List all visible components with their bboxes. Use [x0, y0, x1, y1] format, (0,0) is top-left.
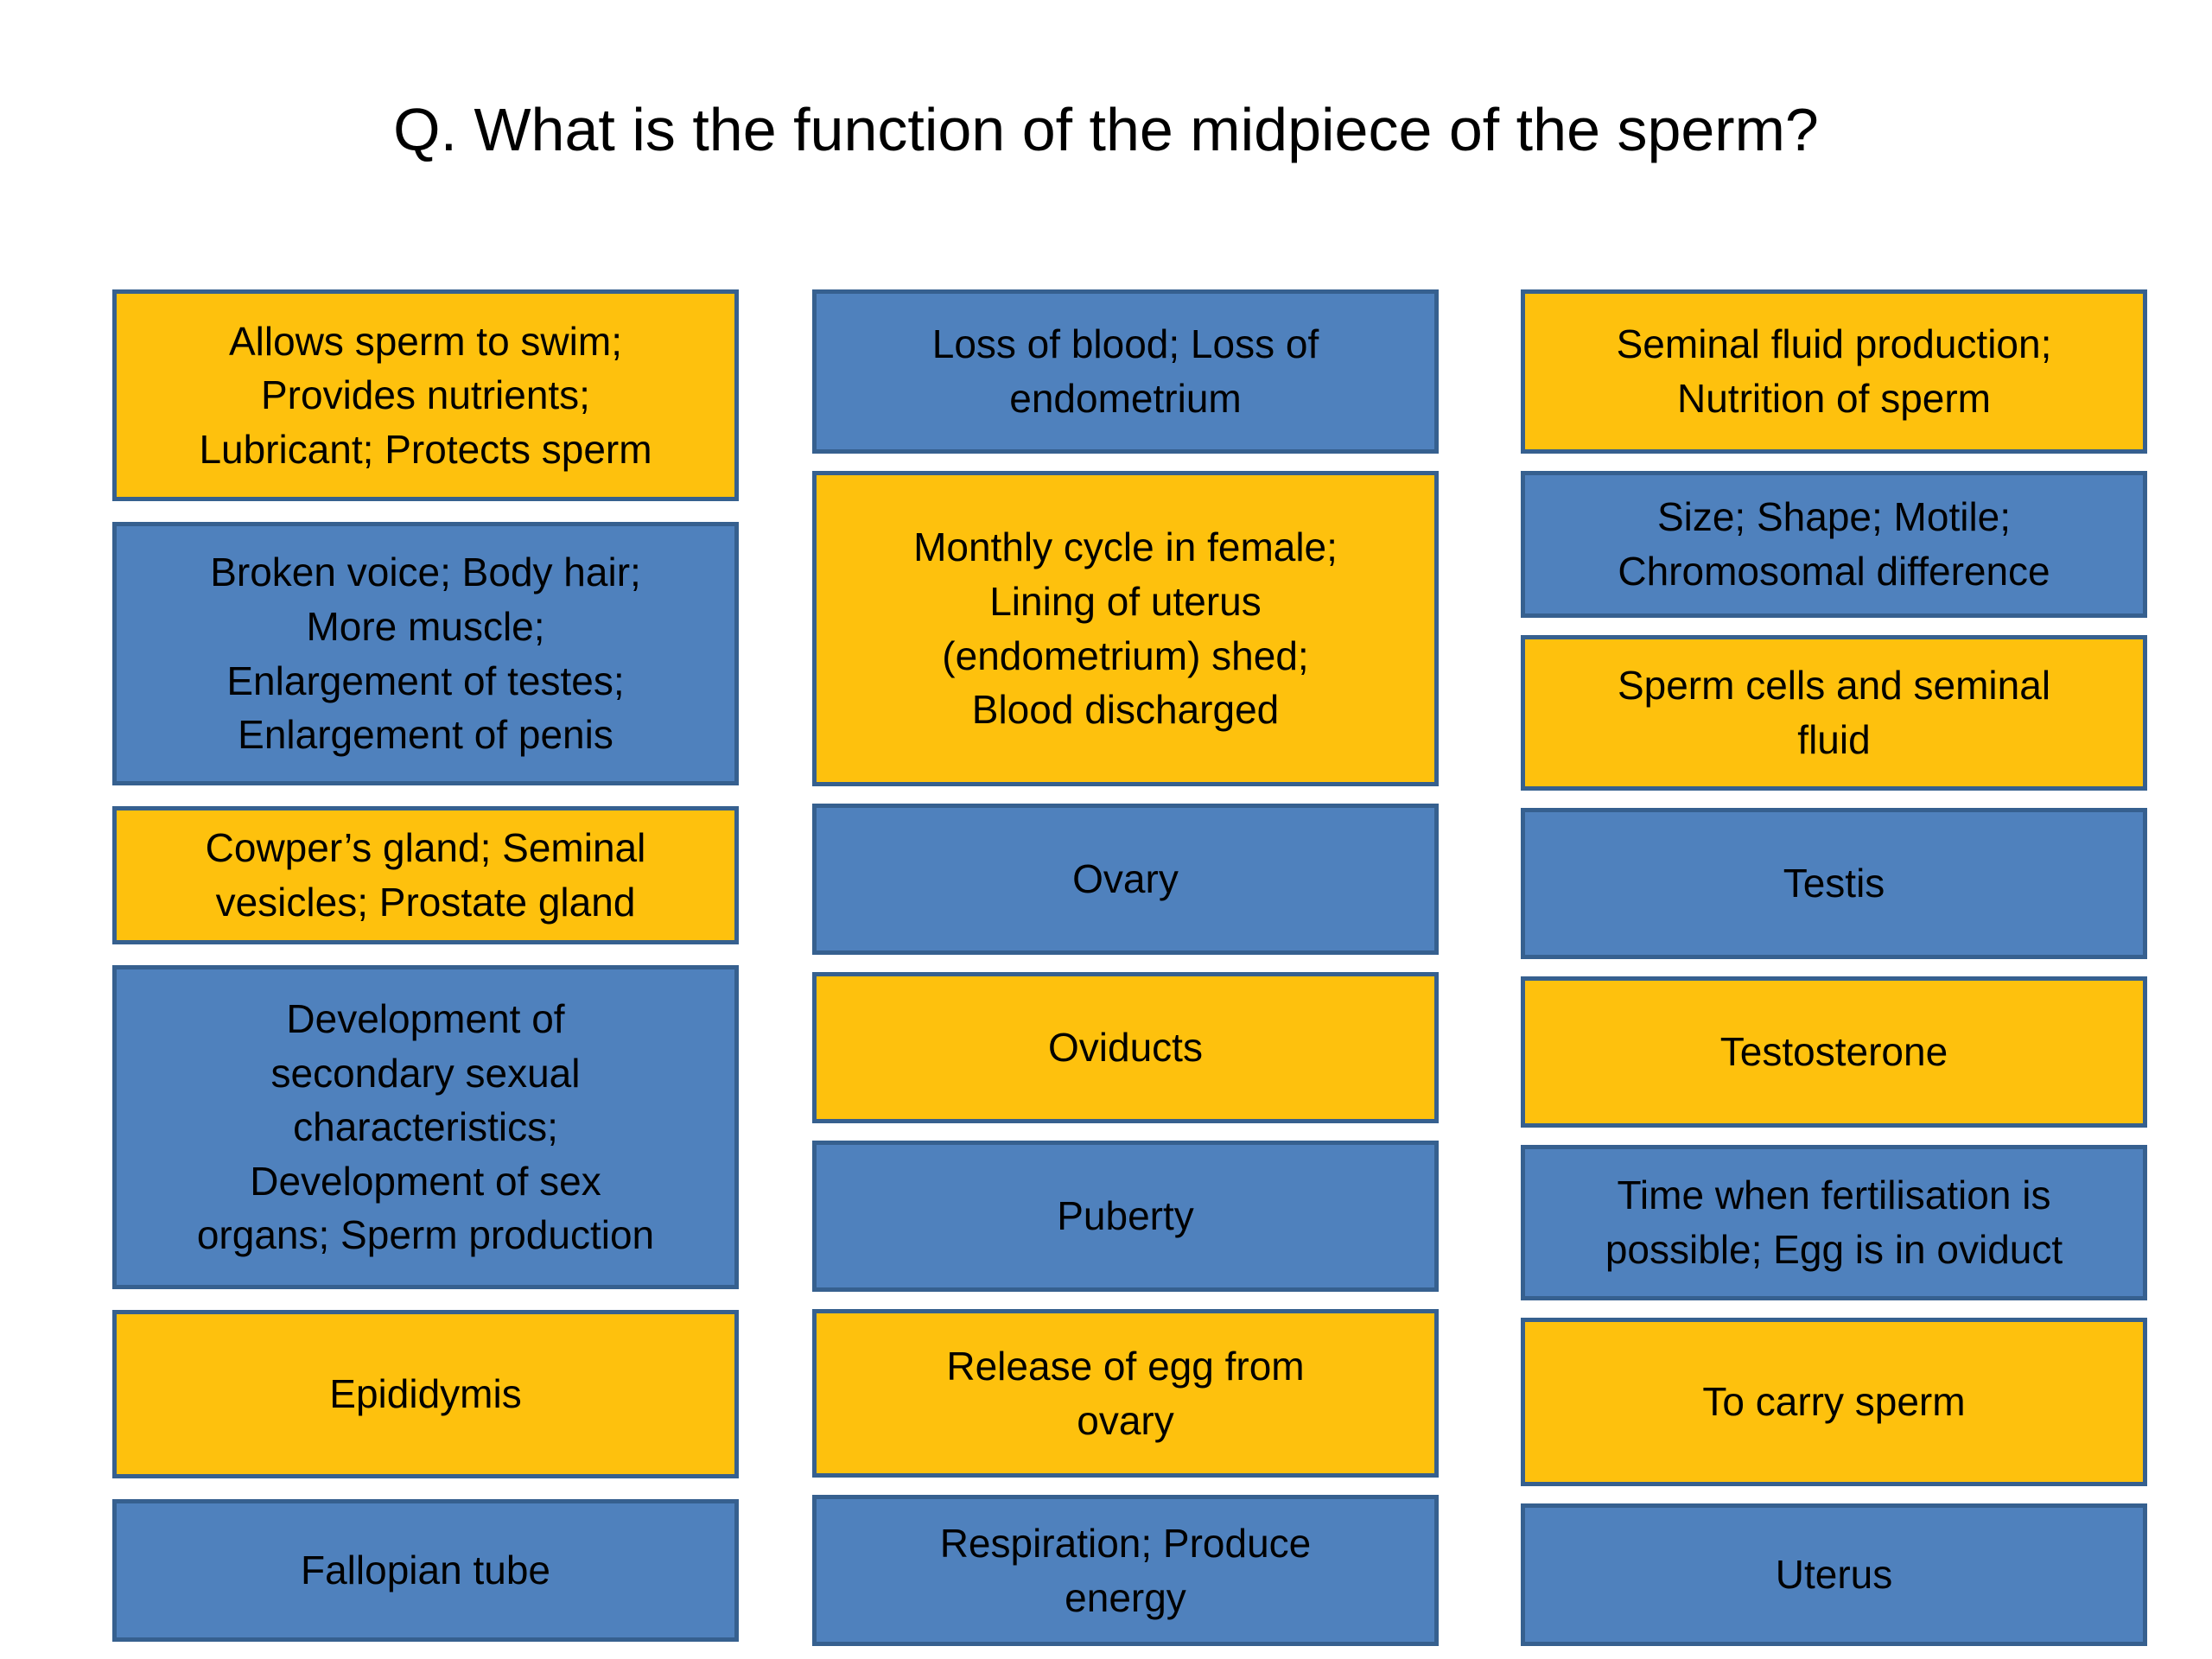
match-box: Seminal fluid production; Nutrition of s…: [1521, 289, 2147, 454]
column-middle: Loss of blood; Loss of endometrium Month…: [812, 289, 1439, 1646]
slide-title: Q. What is the function of the midpiece …: [393, 96, 1819, 163]
match-box: Broken voice; Body hair; More muscle; En…: [112, 522, 739, 785]
match-box: Sperm cells and seminal fluid: [1521, 635, 2147, 791]
match-box: Uterus: [1521, 1503, 2147, 1646]
match-box: Time when fertilisation is possible; Egg…: [1521, 1145, 2147, 1300]
match-box: Respiration; Produce energy: [812, 1495, 1439, 1646]
match-box: Size; Shape; Motile; Chromosomal differe…: [1521, 471, 2147, 618]
match-box: Cowper’s gland; Seminal vesicles; Prosta…: [112, 806, 739, 944]
match-box: Oviducts: [812, 972, 1439, 1123]
column-right: Seminal fluid production; Nutrition of s…: [1521, 289, 2147, 1646]
match-box: Development of secondary sexual characte…: [112, 965, 739, 1289]
match-box: Loss of blood; Loss of endometrium: [812, 289, 1439, 454]
match-box: Puberty: [812, 1141, 1439, 1292]
match-box: Epididymis: [112, 1310, 739, 1478]
match-box: Testosterone: [1521, 976, 2147, 1128]
match-box: To carry sperm: [1521, 1318, 2147, 1486]
match-box: Release of egg from ovary: [812, 1309, 1439, 1478]
match-box: Fallopian tube: [112, 1499, 739, 1642]
match-box: Monthly cycle in female; Lining of uteru…: [812, 471, 1439, 786]
match-box: Ovary: [812, 804, 1439, 955]
match-box: Allows sperm to swim; Provides nutrients…: [112, 289, 739, 501]
match-box: Testis: [1521, 808, 2147, 959]
column-left: Allows sperm to swim; Provides nutrients…: [112, 289, 739, 1642]
